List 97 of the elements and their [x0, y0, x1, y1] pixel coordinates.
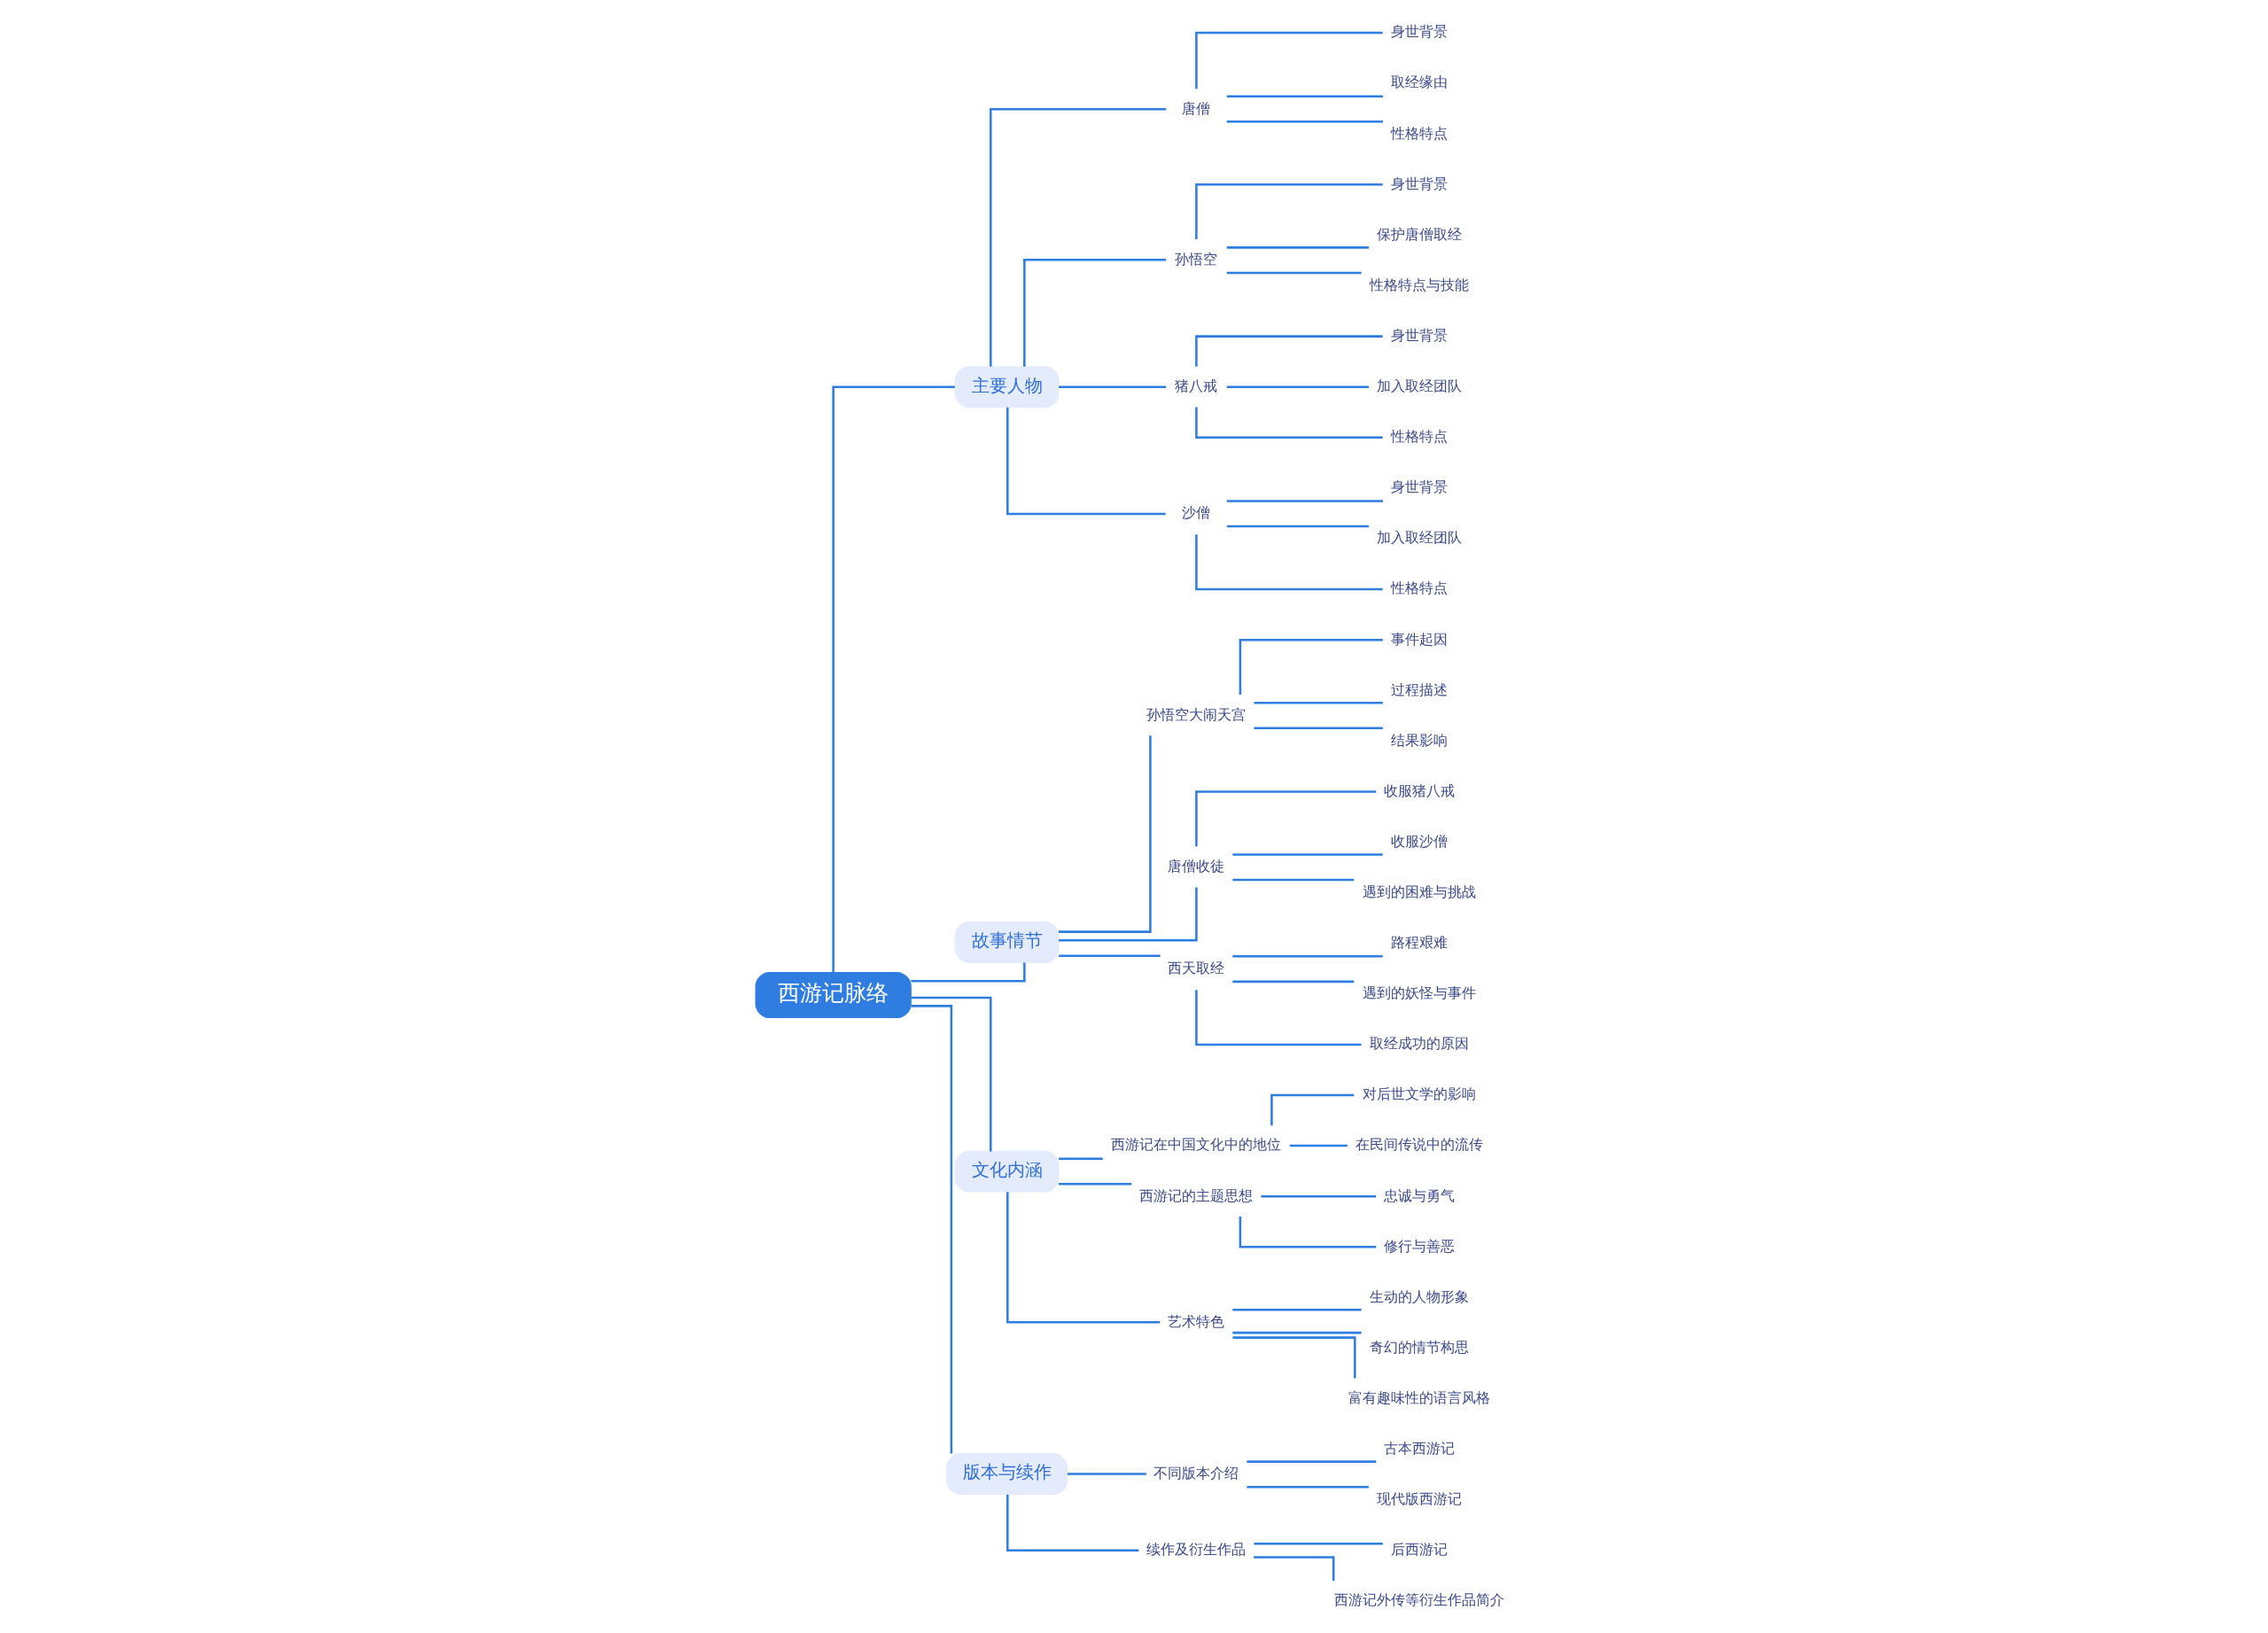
node-text: 事件起因	[1390, 629, 1448, 647]
connector	[1226, 499, 1383, 502]
connector	[1226, 95, 1383, 97]
node-text: 取经缘由	[1390, 73, 1448, 90]
connector	[1226, 245, 1369, 249]
connector	[1232, 954, 1383, 958]
connector	[1247, 1485, 1369, 1488]
node-box: 文化内涵	[954, 1150, 1060, 1193]
node-text: 唐僧	[1182, 99, 1211, 117]
node-text: 在民间传说中的流传	[1355, 1135, 1483, 1153]
connector	[1059, 385, 1167, 388]
connector	[1195, 31, 1383, 89]
node-text: 性格特点	[1390, 124, 1448, 142]
connector	[1195, 183, 1383, 239]
connector	[1006, 1494, 1139, 1551]
node-box: 版本与续作	[946, 1452, 1068, 1495]
node-text: 身世背景	[1390, 478, 1448, 495]
connector	[1226, 385, 1369, 388]
connector	[832, 385, 955, 972]
node-text: 性格特点与技能	[1369, 276, 1469, 293]
node-text: 生动的人物形象	[1369, 1287, 1469, 1305]
node-text: 收服猪八戒	[1383, 782, 1455, 799]
connector	[1270, 1093, 1355, 1125]
connector	[1254, 1555, 1335, 1581]
node-text: 艺术特色	[1168, 1312, 1225, 1330]
connector	[1261, 1194, 1377, 1197]
node-text: 收服沙僧	[1390, 832, 1448, 850]
connector	[1195, 533, 1383, 590]
node-text: 加入取经团队	[1376, 377, 1462, 394]
node-text: 忠诚与勇气	[1383, 1186, 1455, 1204]
connector	[1254, 701, 1383, 704]
connector	[1289, 1144, 1348, 1147]
node-text: 过程描述	[1390, 680, 1448, 698]
node-text: 唐僧收徒	[1168, 857, 1225, 875]
node-text: 身世背景	[1390, 175, 1448, 192]
connector	[1232, 1308, 1362, 1311]
node-text: 性格特点	[1390, 427, 1448, 445]
connector	[1232, 878, 1355, 881]
connector	[1195, 407, 1383, 439]
connector	[1226, 120, 1383, 123]
node-box: 西游记脉络	[755, 971, 912, 1018]
node-text: 奇幻的情节构思	[1369, 1338, 1469, 1356]
node-text: 加入取经团队	[1376, 528, 1462, 546]
node-text: 续作及衍生作品	[1146, 1540, 1247, 1558]
connector	[1059, 1182, 1132, 1185]
node-text: 沙僧	[1182, 503, 1211, 521]
node-text: 修行与善恶	[1383, 1237, 1455, 1255]
node-box: 主要人物	[954, 365, 1060, 408]
connector	[989, 107, 1167, 367]
node-box: 故事情节	[954, 921, 1060, 963]
node-text: 性格特点	[1390, 579, 1448, 596]
connector	[1059, 887, 1198, 942]
connector	[1006, 407, 1166, 515]
connector	[1226, 525, 1369, 527]
connector	[1006, 1191, 1161, 1324]
connector	[1232, 852, 1383, 856]
node-text: 路程艰难	[1390, 933, 1448, 951]
connector	[911, 1004, 953, 1454]
node-text: 取经成功的原因	[1369, 1034, 1469, 1052]
connector	[1254, 727, 1383, 729]
connector	[1239, 1216, 1377, 1248]
node-text: 结果影响	[1390, 731, 1448, 749]
node-text: 西天取经	[1168, 959, 1225, 976]
node-text: 不同版本介绍	[1153, 1464, 1239, 1481]
node-text: 西游记的主题思想	[1139, 1186, 1254, 1204]
node-text: 后西游记	[1390, 1540, 1448, 1558]
node-text: 身世背景	[1390, 326, 1448, 344]
connector	[1232, 1331, 1362, 1334]
connector	[1195, 789, 1377, 846]
node-text: 富有趣味性的语言风格	[1348, 1388, 1490, 1406]
connector	[1247, 1459, 1377, 1463]
connector	[1195, 334, 1383, 367]
node-text: 猪八戒	[1175, 377, 1218, 394]
connector	[911, 996, 992, 1151]
node-text: 遇到的困难与挑战	[1362, 883, 1476, 900]
node-text: 古本西游记	[1383, 1439, 1455, 1457]
connector	[1232, 980, 1355, 983]
node-text: 保护唐僧取经	[1376, 225, 1462, 243]
node-text: 孙悟空	[1175, 250, 1218, 268]
node-text: 西游记外传等衍生作品简介	[1333, 1590, 1504, 1608]
node-text: 西游记在中国文化中的地位	[1111, 1135, 1282, 1153]
connector	[1067, 1472, 1146, 1475]
node-text: 对后世文学的影响	[1362, 1085, 1476, 1102]
connector	[1059, 1156, 1103, 1160]
connector	[1023, 258, 1167, 367]
connector	[1059, 953, 1161, 957]
node-text: 现代版西游记	[1376, 1489, 1462, 1507]
connector	[1254, 1542, 1383, 1544]
connector	[1226, 271, 1362, 274]
node-text: 身世背景	[1390, 22, 1448, 40]
connector	[911, 961, 1026, 982]
connector	[1232, 1335, 1356, 1379]
connector	[1059, 735, 1152, 933]
connector	[1239, 638, 1383, 695]
node-text: 孙悟空大闹天宫	[1146, 704, 1247, 722]
connector	[1195, 989, 1362, 1046]
node-text: 遇到的妖怪与事件	[1362, 984, 1476, 1001]
